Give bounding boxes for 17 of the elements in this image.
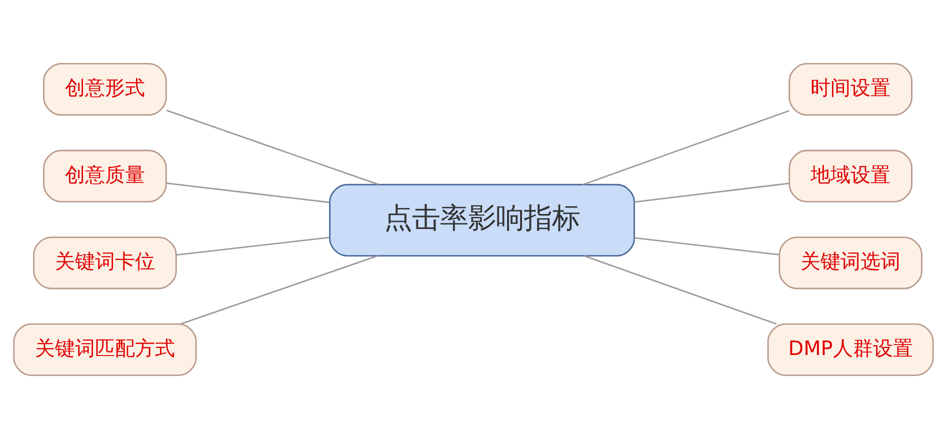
node-box: 时间设置	[788, 62, 912, 116]
connector	[634, 237, 780, 256]
node-box: 点击率影响指标	[329, 184, 635, 256]
node-box: 创意形式	[43, 62, 167, 116]
connector	[634, 182, 790, 203]
node-box: 关键词卡位	[33, 236, 177, 290]
node-box: DMP人群设置	[767, 323, 934, 376]
connector	[584, 255, 777, 325]
connector	[166, 110, 379, 186]
node-box: 关键词匹配方式	[13, 323, 197, 376]
connector	[180, 255, 378, 325]
connector	[582, 110, 790, 186]
connector	[166, 182, 330, 204]
connector	[176, 236, 330, 256]
node-box: 地域设置	[788, 150, 912, 202]
node-box: 关键词选词	[778, 236, 922, 290]
node-box: 创意质量	[43, 150, 167, 202]
